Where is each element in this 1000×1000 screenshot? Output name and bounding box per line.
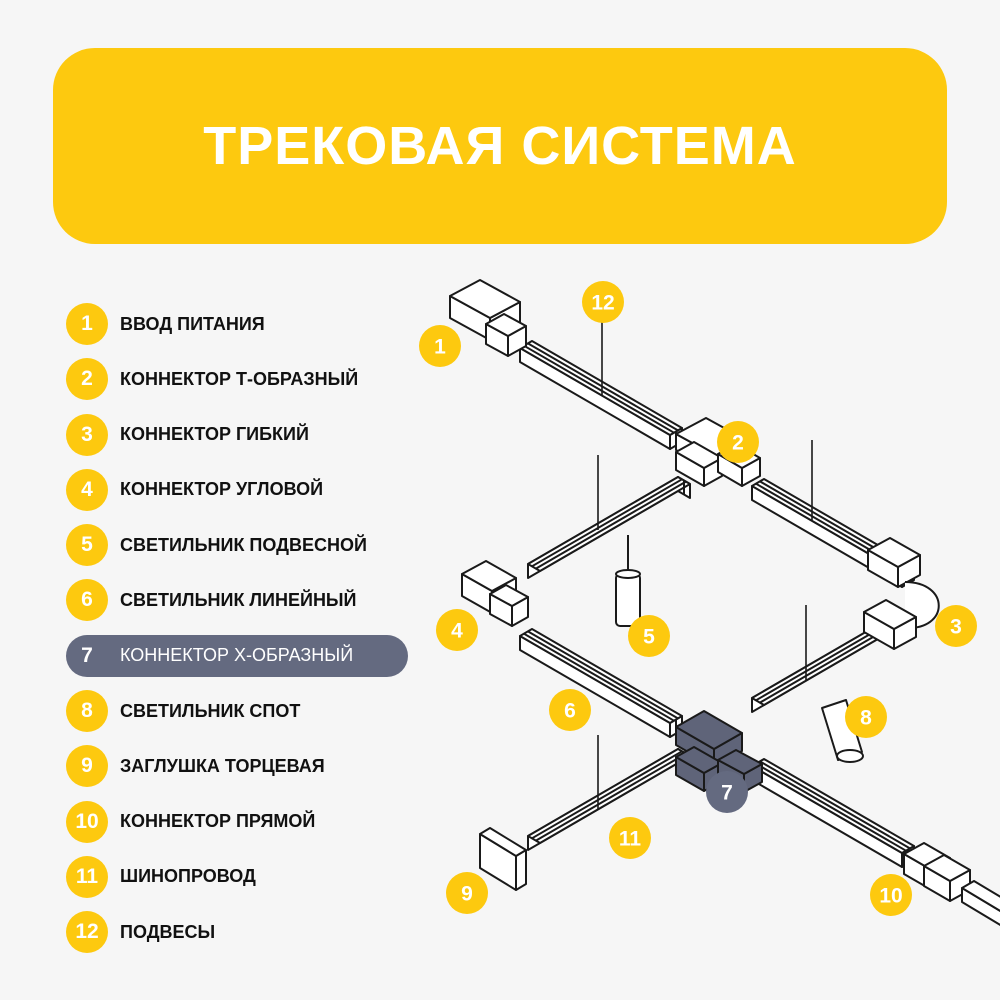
diagram-badge-1: 1: [419, 325, 461, 367]
legend-number: 11: [66, 855, 108, 898]
diagram-badge-number: 9: [461, 883, 473, 906]
legend-item-spot-light: 8 СВЕТИЛЬНИК СПОТ: [66, 690, 416, 733]
end-cap: [479, 827, 527, 891]
track-rail: [519, 340, 683, 450]
corner-connector-plug: [489, 584, 529, 627]
diagram-badge-number: 6: [564, 700, 576, 723]
legend-number: 12: [66, 911, 108, 954]
diagram-badge-7: 7: [706, 771, 748, 813]
spot-light-lens: [836, 749, 864, 763]
legend-item-t-connector: 2 КОННЕКТОР Т-ОБРАЗНЫЙ: [66, 358, 416, 401]
page-title: ТРЕКОВАЯ СИСТЕМА: [203, 116, 797, 176]
diagram-badge-8: 8: [845, 696, 887, 738]
diagram-badge-12: 12: [582, 281, 624, 323]
diagram-badge-10: 10: [870, 874, 912, 916]
diagram-badge-4: 4: [436, 609, 478, 651]
legend-label: КОННЕКТОР УГЛОВОЙ: [120, 479, 324, 500]
legend-label: ВВОД ПИТАНИЯ: [120, 313, 265, 334]
legend-label: СВЕТИЛЬНИК ПОДВЕСНОЙ: [120, 534, 367, 555]
flex-connector-end: [867, 537, 921, 588]
legend-number: 6: [66, 579, 108, 622]
pendant-lamp-top: [615, 569, 641, 579]
legend-label: ПОДВЕСЫ: [120, 921, 216, 942]
legend-item-power-input: 1 ВВОД ПИТАНИЯ: [66, 303, 416, 345]
diagram-badge-9: 9: [446, 872, 488, 914]
t-connector-arm: [717, 443, 761, 487]
diagram-badge-number: 5: [643, 626, 655, 649]
legend-label: КОННЕКТОР Х-ОБРАЗНЫЙ: [120, 645, 354, 666]
legend-number: 2: [66, 358, 108, 401]
diagram-badge-number: 3: [950, 616, 962, 639]
diagram-badge-number: 2: [732, 432, 744, 455]
flex-connector-end: [863, 599, 917, 650]
legend-number: 5: [66, 524, 108, 567]
track-rail-end: [961, 880, 1000, 926]
diagram-badge-number: 12: [591, 292, 614, 315]
legend-item-suspensions: 12 ПОДВЕСЫ: [66, 911, 416, 954]
legend-number: 8: [66, 690, 108, 733]
legend-number: 10: [66, 800, 108, 843]
power-input-plug: [485, 313, 527, 357]
title-banner: ТРЕКОВАЯ СИСТЕМА: [53, 48, 947, 244]
legend-item-corner-connector: 4 КОННЕКТОР УГЛОВОЙ: [66, 468, 416, 511]
diagram-parts: [449, 279, 1000, 926]
legend-number: 4: [66, 468, 108, 511]
diagram-badge-11: 11: [609, 817, 651, 859]
legend-item-linear-light: 6 СВЕТИЛЬНИК ЛИНЕЙНЫЙ: [66, 579, 416, 622]
legend-number: 9: [66, 745, 108, 788]
track-rail: [519, 628, 683, 738]
legend-item-straight-connector: 10 КОННЕКТОР ПРЯМОЙ: [66, 800, 416, 843]
diagram-badge-number: 11: [619, 828, 642, 851]
diagram-badge-number: 1: [434, 336, 446, 359]
diagram-badge-number: 10: [879, 885, 902, 908]
track-rail: [527, 748, 691, 851]
legend-label: КОННЕКТОР ГИБКИЙ: [120, 424, 309, 445]
straight-connector: [923, 854, 971, 902]
diagram-badge-2: 2: [717, 421, 759, 463]
diagram-badge-number: 8: [860, 707, 872, 730]
diagram-badge-3: 3: [935, 605, 977, 647]
track-rail: [751, 758, 915, 868]
diagram-badge-6: 6: [549, 689, 591, 731]
legend-item-busbar: 11 ШИНОПРОВОД: [66, 855, 416, 898]
pendant-lamp: [615, 573, 641, 627]
legend-item-x-connector: 7 КОННЕКТОР Х-ОБРАЗНЫЙ: [66, 634, 416, 677]
diagram-badge-number: 4: [451, 620, 463, 643]
legend-number: 1: [66, 303, 108, 345]
spot-light-body: [821, 699, 863, 761]
legend-label: ШИНОПРОВОД: [120, 866, 256, 887]
diagram-badge-5: 5: [628, 615, 670, 657]
legend-label: КОННЕКТОР ПРЯМОЙ: [120, 811, 316, 832]
track-rail: [527, 476, 691, 579]
legend-label: СВЕТИЛЬНИК СПОТ: [120, 700, 301, 721]
legend-label: КОННЕКТОР Т-ОБРАЗНЫЙ: [120, 368, 359, 389]
legend-item-end-cap: 9 ЗАГЛУШКА ТОРЦЕВАЯ: [66, 745, 416, 788]
legend-item-flexible-connector: 3 КОННЕКТОР ГИБКИЙ: [66, 413, 416, 456]
legend-label: ЗАГЛУШКА ТОРЦЕВАЯ: [120, 755, 325, 776]
x-connector: [675, 710, 763, 793]
legend-item-pendant-light: 5 СВЕТИЛЬНИК ПОДВЕСНОЙ: [66, 524, 416, 567]
legend-number: 7: [81, 643, 93, 667]
diagram-badge-number: 7: [721, 782, 733, 805]
legend-label: СВЕТИЛЬНИК ЛИНЕЙНЫЙ: [120, 589, 357, 610]
legend-number: 3: [66, 413, 108, 456]
